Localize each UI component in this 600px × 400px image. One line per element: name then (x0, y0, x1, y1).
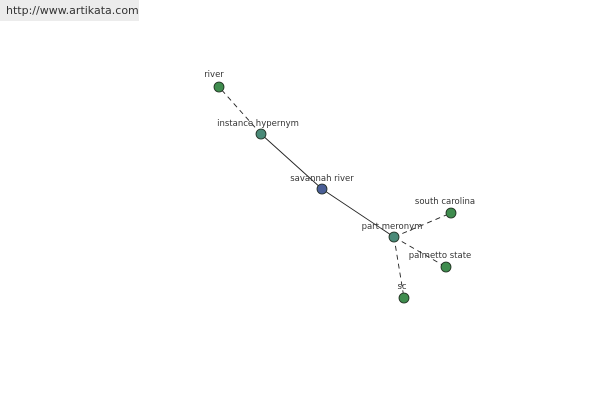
node-marker-savannah-river[interactable] (316, 183, 328, 195)
node-sc[interactable]: sc (397, 282, 410, 304)
node-palmetto-state[interactable]: palmetto state (409, 251, 472, 273)
graph-edges (218, 86, 452, 299)
node-marker-instance-hypernym[interactable] (255, 128, 267, 140)
node-label-sc: sc (397, 282, 406, 292)
edge-part-meronym-to-palmetto-state (393, 236, 447, 268)
node-south-carolina[interactable]: south carolina (415, 197, 475, 219)
node-marker-river[interactable] (213, 81, 225, 93)
node-label-instance-hypernym: instance hypernym (217, 119, 299, 129)
node-label-river: river (204, 70, 224, 80)
site-url[interactable]: http://www.artikata.com (6, 4, 139, 17)
node-part-meronym[interactable]: part meronym (362, 222, 423, 243)
node-river[interactable]: river (204, 70, 225, 93)
edge-part-meronym-to-south-carolina (393, 212, 452, 238)
url-bar: http://www.artikata.com (0, 0, 139, 21)
node-label-palmetto-state: palmetto state (409, 251, 472, 261)
node-label-part-meronym: part meronym (362, 222, 423, 232)
edge-savannah-river-to-instance-hypernym (260, 133, 323, 190)
node-instance-hypernym[interactable]: instance hypernym (217, 119, 299, 140)
node-label-south-carolina: south carolina (415, 197, 475, 207)
node-savannah-river[interactable]: savannah river (290, 174, 354, 195)
node-marker-part-meronym[interactable] (388, 231, 400, 243)
edge-savannah-river-to-part-meronym (321, 188, 395, 238)
node-marker-sc[interactable] (398, 292, 410, 304)
graph-nodes: savannah river instance hypernym part mero… (204, 70, 475, 304)
node-label-savannah-river: savannah river (290, 174, 354, 184)
node-marker-south-carolina[interactable] (445, 207, 457, 219)
edge-instance-hypernym-to-river (218, 86, 262, 135)
node-marker-palmetto-state[interactable] (440, 261, 452, 273)
edge-part-meronym-to-sc (393, 236, 405, 299)
